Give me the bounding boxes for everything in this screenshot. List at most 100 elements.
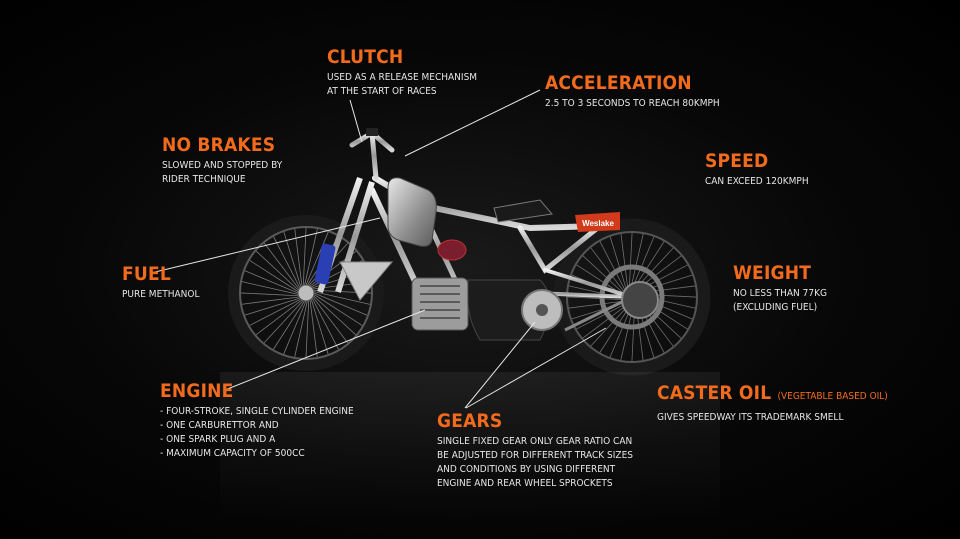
- acceleration-line: 2.5 TO 3 SECONDS TO REACH 80KMPH: [545, 98, 720, 109]
- speed-title: SPEED: [705, 150, 769, 172]
- wheel-spoke: [309, 299, 318, 358]
- air-filter: [437, 239, 467, 261]
- wheel-spoke: [590, 304, 630, 347]
- wheel-spoke: [255, 250, 299, 291]
- callout-acceleration: ACCELERATION 2.5 TO 3 SECONDS TO REACH 8…: [545, 72, 720, 111]
- callout-fuel: FUEL PURE METHANOL: [122, 263, 199, 302]
- wheel-spoke: [582, 303, 629, 339]
- engine-block: [411, 277, 633, 341]
- wheel-spoke: [313, 292, 368, 316]
- leader-lines: [154, 89, 607, 409]
- wheel-spoke: [609, 236, 628, 291]
- mudguard-brand: Weslake: [582, 219, 614, 228]
- fork-spring: [314, 243, 336, 285]
- callout-weight: WEIGHT NO LESS THAN 77KG (EXCLUDING FUEL…: [733, 262, 827, 315]
- engine-title: ENGINE: [160, 380, 234, 402]
- gears-line: SINGLE FIXED GEAR ONLY GEAR RATIO CAN: [437, 436, 633, 447]
- caster-oil-line: GIVES SPEEDWAY ITS TRADEMARK SMELL: [657, 412, 844, 423]
- engine-line: ONE CARBURETTOR AND: [160, 419, 354, 433]
- callout-clutch: CLUTCH USED AS A RELEASE MECHANISM AT TH…: [327, 46, 477, 99]
- wheel-spoke: [283, 231, 302, 287]
- gears-line: AND CONDITIONS BY USING DIFFERENT: [437, 464, 616, 475]
- rear-mudguard: [575, 212, 620, 232]
- acceleration-title: ACCELERATION: [545, 72, 692, 94]
- wheel-spoke: [312, 296, 349, 344]
- wheel-spoke: [313, 291, 371, 305]
- wheel-spoke: [582, 255, 625, 295]
- caster-oil-title: CASTER OIL: [657, 382, 772, 404]
- wheel-spoke: [620, 233, 629, 291]
- no-brakes-title: NO BRAKES: [162, 134, 276, 156]
- wheel-spoke: [263, 300, 304, 344]
- seat: Weslake: [493, 199, 620, 232]
- weight-title: WEIGHT: [733, 262, 812, 284]
- engine-line: MAXIMUM CAPACITY OF 500CC: [160, 447, 354, 461]
- caster-oil-subtitle: (VEGETABLE BASED OIL): [777, 391, 888, 402]
- speed-line: CAN EXCEED 120KMPH: [705, 176, 809, 187]
- wheel-spoke: [302, 227, 307, 286]
- wheel-spoke: [631, 236, 655, 290]
- wheel-spoke: [311, 297, 339, 350]
- callout-no-brakes: NO BRAKES SLOWED AND STOPPED BY RIDER TE…: [162, 134, 282, 187]
- clutch-title: CLUTCH: [327, 46, 404, 68]
- fuel-tank: [387, 177, 437, 247]
- handlebars: [349, 128, 395, 181]
- wheel-spoke: [263, 242, 300, 290]
- leader-clutch: [349, 99, 363, 143]
- wheel-spoke: [576, 302, 628, 330]
- rear-disc: [621, 281, 659, 319]
- front-wheel: [228, 215, 384, 371]
- clutch-line: AT THE START OF RACES: [327, 86, 437, 97]
- wheel-spoke: [255, 299, 303, 336]
- wheel-spoke: [630, 233, 644, 290]
- clutch-lever: [366, 128, 378, 136]
- leader-fuel: [154, 217, 381, 273]
- wheel-spoke: [249, 260, 299, 292]
- wheel-spoke: [305, 300, 310, 359]
- callout-gears: GEARS SINGLE FIXED GEAR ONLY GEAR RATIO …: [437, 410, 633, 491]
- wheel-spoke: [244, 297, 300, 316]
- wheel-spoke: [568, 300, 626, 309]
- clutch-line: USED AS A RELEASE MECHANISM: [327, 72, 478, 83]
- gears-line: ENGINE AND REAR WHEEL SPROCKETS: [437, 478, 613, 489]
- wheel-spoke: [304, 228, 318, 286]
- weight-line: (EXCLUDING FUEL): [733, 302, 818, 313]
- wheel-spoke: [599, 241, 627, 293]
- wheel-spoke: [313, 295, 357, 336]
- fork-plate: [339, 261, 394, 301]
- wheel-spoke: [599, 304, 631, 353]
- fuel-title: FUEL: [122, 263, 171, 285]
- callout-engine: ENGINE FOUR-STROKE, SINGLE CYLINDER ENGI…: [160, 380, 354, 461]
- engine-line: FOUR-STROKE, SINGLE CYLINDER ENGINE: [160, 405, 354, 419]
- wheel-spoke: [628, 232, 633, 290]
- callout-speed: SPEED CAN EXCEED 120KMPH: [705, 150, 809, 189]
- wheel-spoke: [244, 270, 299, 294]
- wheel-spoke: [273, 236, 301, 289]
- leader-gears-1: [464, 321, 536, 409]
- wheel-spoke: [240, 292, 299, 297]
- wheel-spoke: [283, 300, 307, 355]
- wheel-spoke: [305, 231, 329, 286]
- wheel-spoke: [313, 294, 363, 326]
- wheel-spoke: [241, 296, 300, 305]
- wheel-spoke: [241, 281, 299, 295]
- fuel-line: PURE METHANOL: [122, 289, 200, 300]
- leader-gears-2: [465, 327, 607, 409]
- wheel-spoke: [249, 298, 302, 326]
- wheel-spoke: [590, 247, 626, 294]
- weight-line: NO LESS THAN 77KG: [733, 288, 827, 299]
- callout-caster-oil: CASTER OIL (VEGETABLE BASED OIL) GIVES S…: [657, 382, 888, 425]
- wheel-spoke: [310, 299, 329, 355]
- engine-line: ONE SPARK PLUG AND A: [160, 433, 354, 447]
- drive-chain: [564, 295, 633, 332]
- no-brakes-line: SLOWED AND STOPPED BY: [162, 160, 283, 171]
- wheel-spoke: [273, 300, 305, 350]
- front-forks: [314, 177, 394, 301]
- leader-engine: [224, 309, 426, 391]
- leader-acceleration: [404, 89, 541, 157]
- no-brakes-line: RIDER TECHNIQUE: [162, 174, 246, 185]
- gears-line: BE ADJUSTED FOR DIFFERENT TRACK SIZES: [437, 450, 633, 461]
- wheel-spoke: [294, 300, 308, 358]
- gears-title: GEARS: [437, 410, 503, 432]
